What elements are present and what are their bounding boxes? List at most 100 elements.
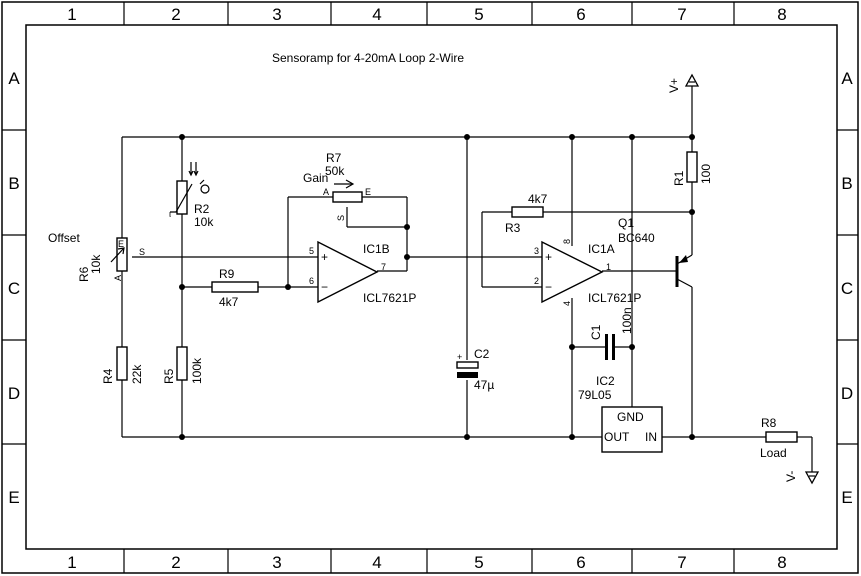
trimmer-r7: R7 50k Gain A E S xyxy=(303,151,371,221)
vminus-label: V- xyxy=(784,471,798,482)
col-label-bottom-2: 2 xyxy=(171,553,180,572)
r6-ref: R6 xyxy=(77,266,91,282)
thermistor-r2: ι R2 10k xyxy=(169,162,214,229)
ic1a-pin-plus: 3 xyxy=(534,246,539,256)
ic1a-part: ICL7621P xyxy=(588,291,641,305)
ic1a-pin-vss: 4 xyxy=(562,301,572,306)
r7-value: 50k xyxy=(325,164,345,178)
row-label-left-a: A xyxy=(8,69,20,88)
ic2-out: OUT xyxy=(604,430,630,444)
c2-plus: + xyxy=(457,352,462,362)
ic1b-pin-plus: 5 xyxy=(309,246,314,256)
r8-value: Load xyxy=(760,446,787,460)
col-label-bottom-1: 1 xyxy=(67,553,76,572)
ic1b-part: ICL7621P xyxy=(363,291,416,305)
capacitor-c2: + C2 47µ xyxy=(456,347,494,392)
ic2-gnd: GND xyxy=(617,410,644,424)
resistor-r8: R8 Load xyxy=(760,416,798,460)
col-label-top-2: 2 xyxy=(171,5,180,24)
schematic-title: Sensoramp for 4-20mA Loop 2-Wire xyxy=(272,51,464,65)
r8-ref: R8 xyxy=(761,416,777,430)
col-label-top-3: 3 xyxy=(272,5,281,24)
r2-ref: R2 xyxy=(194,202,210,216)
r7-ref: R7 xyxy=(326,151,342,165)
col-label-top-6: 6 xyxy=(576,5,585,24)
ic1a-pin-minus: 2 xyxy=(534,276,539,286)
resistor-r1: R1 100 xyxy=(672,151,713,186)
r1-ref: R1 xyxy=(672,170,686,186)
r3-ref: R3 xyxy=(505,221,521,235)
row-label-left-c: C xyxy=(8,279,20,298)
opamp-ic1a: + − 3 2 1 8 4 IC1A ICL7621P xyxy=(534,239,641,306)
opamp-ic1b: + − 5 6 7 IC1B ICL7621P xyxy=(309,240,416,305)
c1-ref: C1 xyxy=(589,324,603,340)
ic1a-pin-out: 1 xyxy=(606,262,611,272)
row-label-right-e: E xyxy=(841,488,852,507)
ic1b-minus-sign: − xyxy=(321,280,328,294)
vplus-terminal: V+ xyxy=(667,73,700,93)
row-label-right-c: C xyxy=(841,279,853,298)
regulator-ic2: GND OUT IN IC2 79L05 xyxy=(578,374,663,453)
resistor-r3: 4k7 R3 xyxy=(505,192,548,235)
ic1b-ref: IC1B xyxy=(363,242,390,256)
ic2-part: 79L05 xyxy=(578,388,612,402)
r9-value: 4k7 xyxy=(219,295,239,309)
r1-value: 100 xyxy=(699,164,713,184)
ic1a-pin-vdd: 8 xyxy=(562,239,572,244)
r2-value: 10k xyxy=(194,215,214,229)
col-label-top-8: 8 xyxy=(777,5,786,24)
r5-ref: R5 xyxy=(162,368,176,384)
col-label-top-4: 4 xyxy=(372,5,381,24)
col-label-bottom-3: 3 xyxy=(272,553,281,572)
r7-label: Gain xyxy=(303,171,328,185)
resistor-r5: R5 100k xyxy=(162,346,204,384)
row-label-left-e: E xyxy=(8,488,19,507)
c2-ref: C2 xyxy=(474,347,490,361)
r4-value: 22k xyxy=(130,364,144,384)
ic1a-minus-sign: − xyxy=(545,280,552,294)
col-label-top-5: 5 xyxy=(474,5,483,24)
r7-pin-s: S xyxy=(336,215,346,221)
q1-part: BC640 xyxy=(618,231,655,245)
ic2-ref: IC2 xyxy=(596,374,615,388)
col-label-top-1: 1 xyxy=(67,5,76,24)
resistor-r4: R4 22k xyxy=(101,346,144,384)
transistor-q1: Q1 BC640 xyxy=(618,216,693,288)
row-label-right-a: A xyxy=(841,69,853,88)
r3-value: 4k7 xyxy=(528,192,548,206)
ic1b-pin-minus: 6 xyxy=(309,276,314,286)
row-label-left-b: B xyxy=(8,174,19,193)
r4-ref: R4 xyxy=(101,368,115,384)
ic1b-pin-out: 7 xyxy=(381,262,386,272)
r6-pin-a: A xyxy=(113,275,123,281)
ic1b-plus-sign: + xyxy=(321,250,328,264)
col-label-bottom-8: 8 xyxy=(777,553,786,572)
c2-value: 47µ xyxy=(474,378,494,392)
col-label-bottom-7: 7 xyxy=(677,553,686,572)
ic2-in: IN xyxy=(645,430,657,444)
col-label-bottom-6: 6 xyxy=(576,553,585,572)
r6-label: Offset xyxy=(48,231,80,245)
r2-minus-t: ι xyxy=(169,209,171,219)
r7-pin-e: E xyxy=(365,187,371,197)
r7-pin-a: A xyxy=(323,187,329,197)
col-label-top-7: 7 xyxy=(677,5,686,24)
junctions xyxy=(179,134,695,440)
row-label-right-d: D xyxy=(841,384,853,403)
ic1a-ref: IC1A xyxy=(588,242,615,256)
ic1a-plus-sign: + xyxy=(545,250,552,264)
r6-pin-s: S xyxy=(139,247,145,257)
wires xyxy=(121,86,813,472)
row-label-right-b: B xyxy=(841,174,852,193)
resistor-r9: R9 4k7 xyxy=(211,267,259,309)
col-label-bottom-4: 4 xyxy=(372,553,381,572)
vminus-terminal: V- xyxy=(784,471,820,485)
r6-value: 10k xyxy=(89,254,103,274)
trimmer-r6: Offset E S A R6 10k xyxy=(48,231,145,282)
grid-labels: 1 2 3 4 5 6 7 8 1 2 3 4 5 6 7 8 A B C D … xyxy=(8,5,853,572)
r9-ref: R9 xyxy=(219,267,235,281)
r6-pin-e: E xyxy=(118,239,124,249)
temperature-arrows-icon xyxy=(188,162,210,194)
col-label-bottom-5: 5 xyxy=(474,553,483,572)
